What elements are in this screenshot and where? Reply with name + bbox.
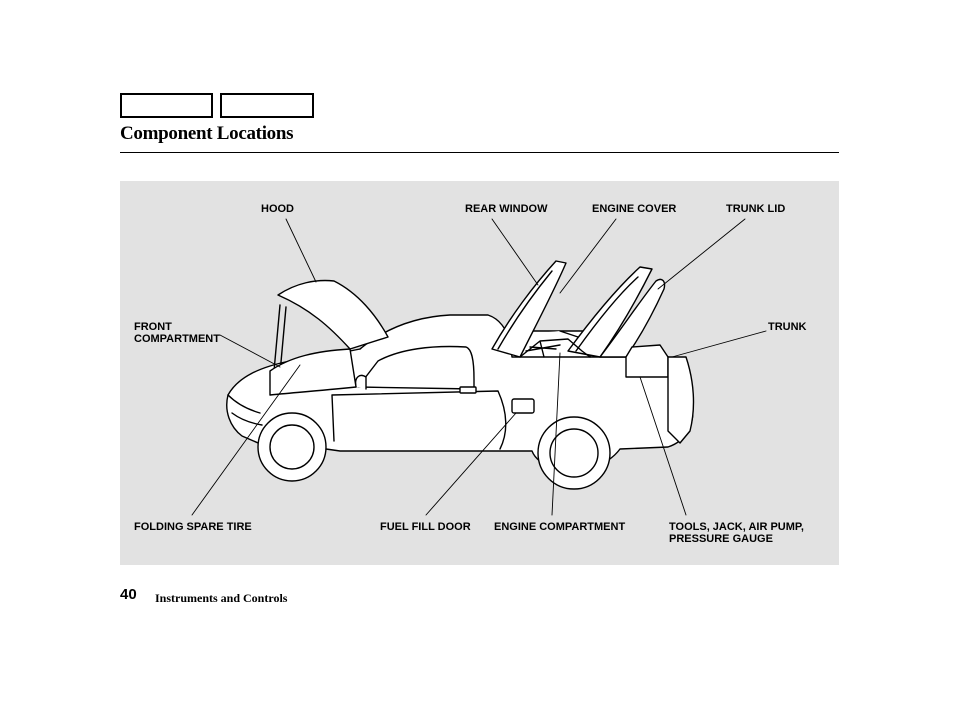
label-trunk-lid: TRUNK LID [726, 203, 786, 215]
side-window [357, 345, 475, 390]
front-bumper [227, 394, 263, 426]
leader-lines [191, 218, 767, 516]
nav-tab-1[interactable] [120, 93, 213, 118]
door-line [331, 390, 507, 450]
component-diagram: HOOD REAR WINDOW ENGINE COVER TRUNK LID … [120, 181, 839, 565]
trunk-box [625, 344, 669, 378]
side-mirror [354, 374, 367, 390]
page-number: 40 [120, 586, 137, 603]
front-wheel [257, 412, 327, 482]
label-engine-compartment: ENGINE COMPARTMENT [494, 521, 626, 533]
label-folding-spare-tire: FOLDING SPARE TIRE [134, 521, 252, 533]
label-tools: TOOLS, JACK, AIR PUMP, PRESSURE GAUGE [669, 521, 804, 545]
hood-strut [273, 304, 281, 372]
label-front-compartment: FRONT COMPARTMENT [134, 321, 220, 345]
front-opening [269, 348, 357, 396]
fuel-door-shape [511, 398, 535, 414]
label-trunk: TRUNK [768, 321, 807, 333]
label-engine-cover: ENGINE COVER [592, 203, 677, 215]
nav-tab-2[interactable] [220, 93, 314, 118]
rear-end [667, 356, 695, 444]
label-rear-window: REAR WINDOW [465, 203, 548, 215]
label-hood: HOOD [261, 203, 294, 215]
car-illustration [191, 218, 767, 516]
page-title: Component Locations [120, 123, 294, 144]
rear-wheel [537, 416, 611, 490]
raised-trunk-lid [599, 278, 666, 358]
label-fuel-fill-door: FUEL FILL DOOR [380, 521, 471, 533]
door-handle [459, 386, 477, 394]
raised-engine-cover [567, 266, 653, 358]
engine-detail [519, 338, 591, 358]
title-divider [120, 152, 839, 153]
raised-rear-window [491, 260, 567, 358]
section-name: Instruments and Controls [155, 591, 288, 605]
raised-hood [277, 279, 389, 350]
